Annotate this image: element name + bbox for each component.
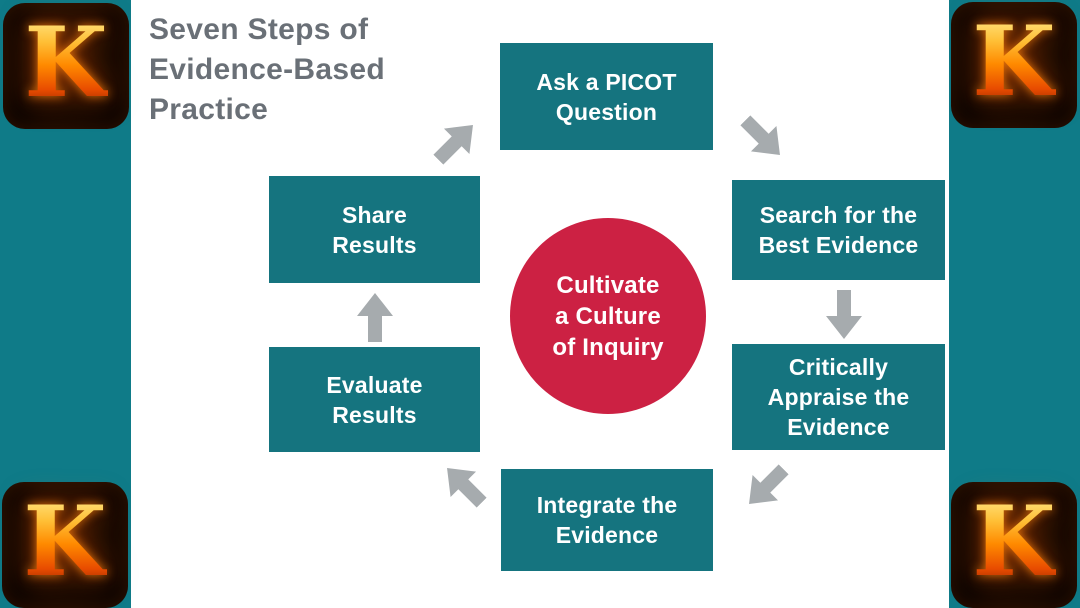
center-circle-cultivate-inquiry: Cultivate a Culture of Inquiry xyxy=(510,218,706,414)
k-letter-icon: K xyxy=(24,6,108,119)
arrow-evaluate-to-share-icon xyxy=(355,292,395,342)
step-box-share-results: Share Results xyxy=(269,176,480,283)
step-box-search-best-evidence: Search for the Best Evidence xyxy=(732,180,945,280)
k-letter-icon: K xyxy=(972,5,1056,118)
fiery-k-logo-bottom-left: K xyxy=(2,482,128,608)
page-title: Seven Steps of Evidence-Based Practice xyxy=(149,13,385,126)
step-box-evaluate-results: Evaluate Results xyxy=(269,347,480,452)
arrow-ask-to-search-icon xyxy=(731,106,795,170)
arrow-integrate-to-evaluate-icon xyxy=(432,453,496,517)
fiery-k-logo-top-right: K xyxy=(951,2,1077,128)
arrow-share-to-ask-icon xyxy=(424,110,488,174)
step-box-integrate-evidence: Integrate the Evidence xyxy=(501,469,713,571)
arrow-appraise-to-integrate-icon xyxy=(734,455,798,519)
fiery-k-logo-top-left: K xyxy=(3,3,129,129)
k-letter-icon: K xyxy=(23,485,107,598)
arrow-search-to-appraise-icon xyxy=(824,290,864,340)
step-box-critically-appraise-evidence: Critically Appraise the Evidence xyxy=(732,344,945,450)
step-box-ask-picot-question: Ask a PICOT Question xyxy=(500,43,713,150)
fiery-k-logo-bottom-right: K xyxy=(951,482,1077,608)
k-letter-icon: K xyxy=(972,485,1056,598)
